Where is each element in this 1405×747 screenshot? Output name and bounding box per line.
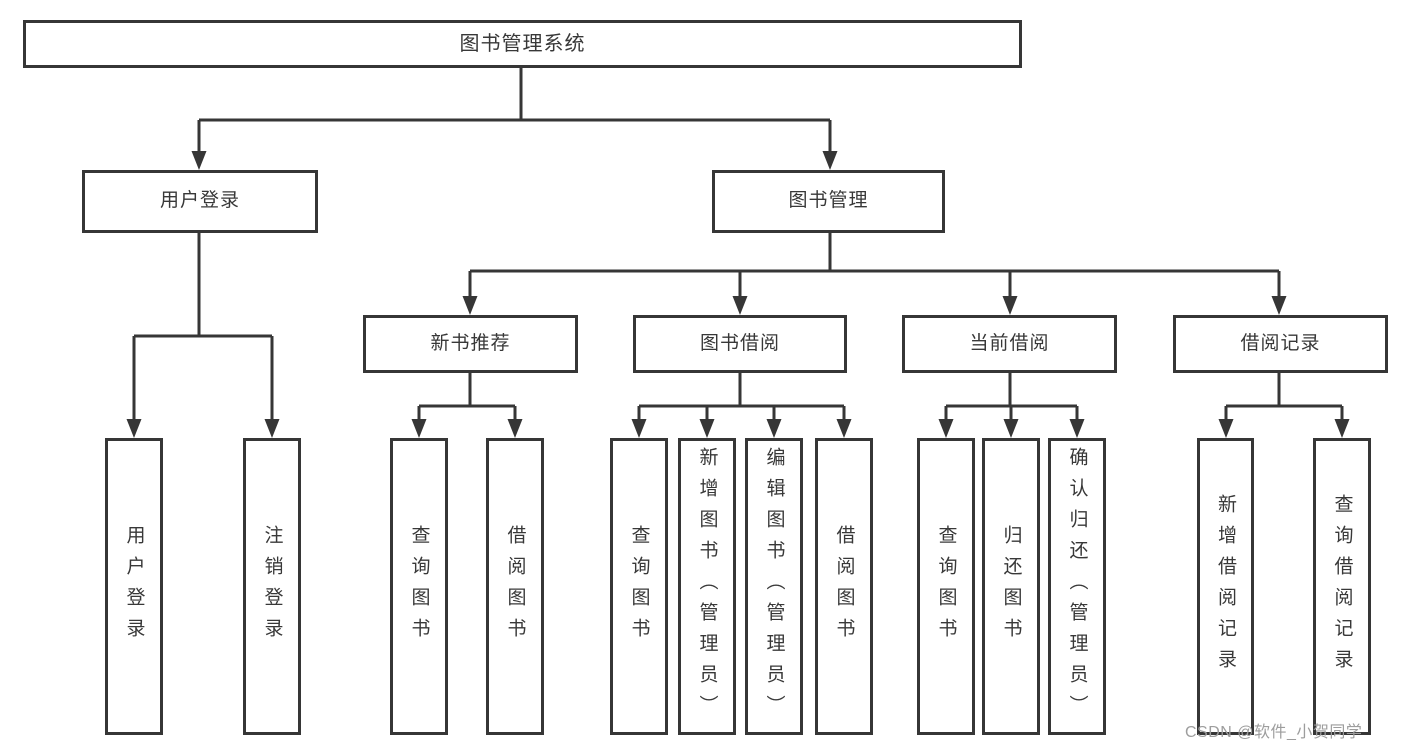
leaf-add-books-admin: 新增图书（管理员） — [678, 438, 736, 735]
leaf-borrow-books: 借阅图书 — [815, 438, 873, 735]
leaf-confirm-return-admin: 确认归还（管理员） — [1048, 438, 1106, 735]
node-root-system: 图书管理系统 — [23, 20, 1022, 68]
arrowheads-user-login-split — [126, 419, 280, 438]
connector-book-management-split — [468, 233, 1281, 297]
connector-user-login-split — [132, 233, 274, 420]
leaf-query-books-recommend: 查询图书 — [390, 438, 448, 735]
csdn-watermark: CSDN @软件_小贺同学 — [1185, 724, 1363, 741]
connector-new-book-split — [417, 373, 517, 420]
arrowheads-book-borrow-split — [631, 419, 852, 438]
leaf-logout: 注销登录 — [243, 438, 301, 735]
leaf-borrow-books-recommend: 借阅图书 — [486, 438, 544, 735]
connector-root-split — [197, 66, 832, 152]
leaf-add-borrow-record: 新增借阅记录 — [1197, 438, 1254, 735]
arrowheads-current-borrow-split — [938, 419, 1085, 438]
arrowheads-book-management-split — [462, 296, 1287, 315]
node-book-borrow: 图书借阅 — [633, 315, 847, 373]
connector-borrow-records-split — [1224, 373, 1344, 420]
leaf-user-login: 用户登录 — [105, 438, 163, 735]
leaf-query-books-current: 查询图书 — [917, 438, 975, 735]
leaf-query-books-borrow: 查询图书 — [610, 438, 668, 735]
node-book-management: 图书管理 — [712, 170, 945, 233]
node-new-book-recommend: 新书推荐 — [363, 315, 578, 373]
leaf-query-borrow-record: 查询借阅记录 — [1313, 438, 1371, 735]
arrowheads-new-book-split — [411, 419, 523, 438]
arrowheads-root-split — [191, 151, 838, 170]
node-borrow-records: 借阅记录 — [1173, 315, 1388, 373]
leaf-return-books: 归还图书 — [982, 438, 1040, 735]
connector-book-borrow-split — [637, 373, 846, 420]
node-current-borrow: 当前借阅 — [902, 315, 1117, 373]
node-user-login: 用户登录 — [82, 170, 318, 233]
connector-current-borrow-split — [944, 373, 1079, 420]
arrowheads-borrow-records-split — [1218, 419, 1350, 438]
leaf-edit-books-admin: 编辑图书（管理员） — [745, 438, 803, 735]
